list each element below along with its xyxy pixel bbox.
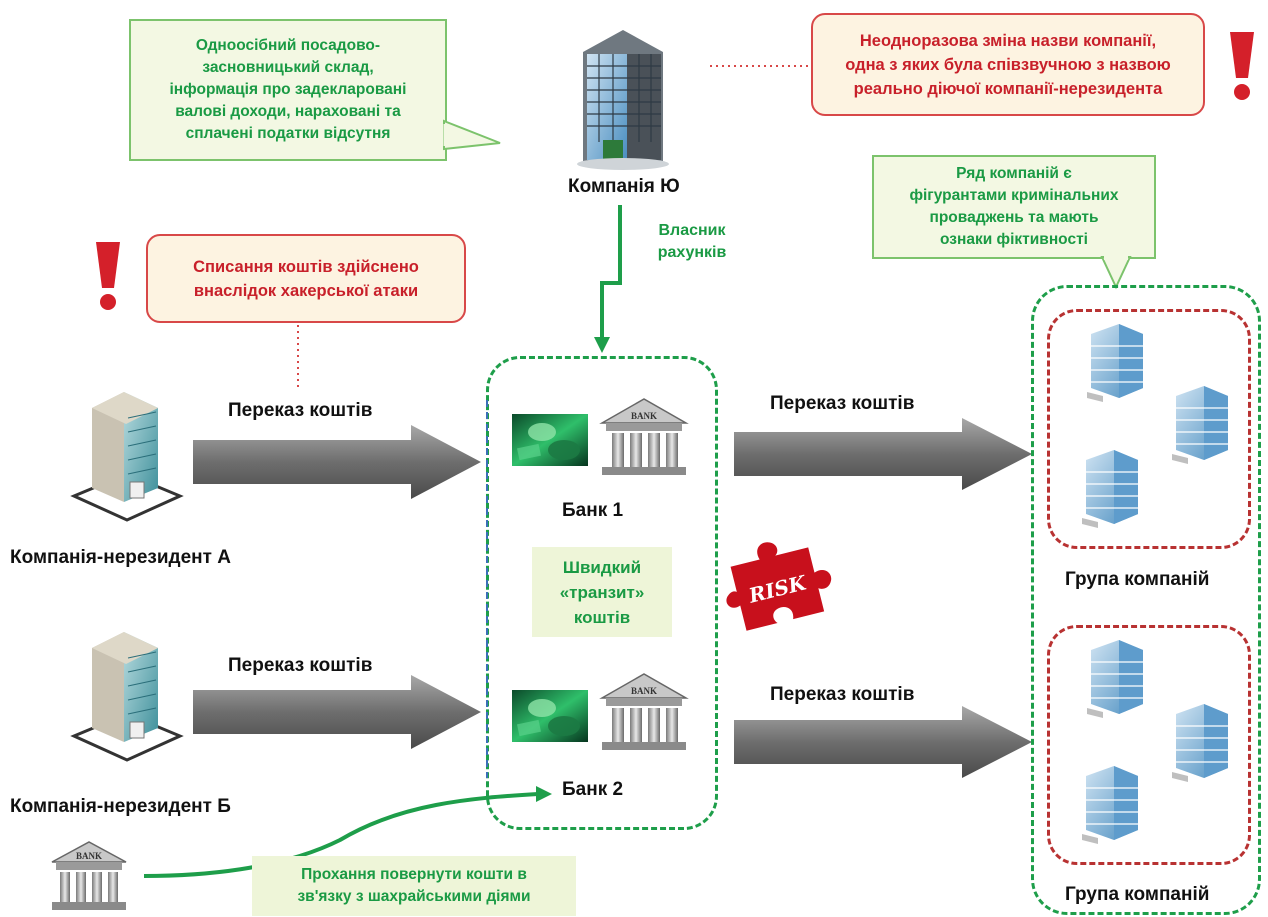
company-info-callout: Одноосібний посадово- засновницький скла… (129, 19, 447, 161)
bank-sign-text: BANK (631, 686, 657, 696)
group1-label: Група компаній (1065, 569, 1210, 590)
company-building-icon (1172, 386, 1228, 464)
company-building-icon (1087, 324, 1143, 402)
requesting-bank-icon: BANK (51, 841, 127, 910)
company-a-label: Компанія-нерезидент А (10, 547, 231, 568)
transit-line: Швидкий (562, 557, 642, 577)
callout-pointer (1100, 256, 1132, 290)
callout-line: валові доходи, нараховані та (175, 103, 401, 120)
callout-line: реально діючої компанії-нерезидента (853, 79, 1163, 98)
callout-line: засновницький склад, (202, 59, 374, 76)
warning-exclamation-icon (1230, 32, 1254, 100)
transfer-arrow-group2 (734, 706, 1032, 778)
refund-request-arrow (143, 786, 552, 878)
risk-puzzle-icon: RISK (726, 542, 832, 631)
warning-exclamation-icon (96, 242, 120, 310)
callout-line: внаслідок хакерської атаки (193, 281, 419, 300)
callout-line: одна з яких була співзвучною з назвою (845, 55, 1171, 74)
transfer-label-b: Переказ коштів (228, 655, 373, 676)
owner-label-line: Власник (658, 222, 726, 239)
dotted-connector (710, 65, 815, 67)
callout-line: Списання коштів здійснено (193, 257, 419, 276)
hacker-attack-callout: Списання коштів здійснено внаслідок хаке… (146, 234, 466, 323)
transfer-arrow-b (193, 675, 481, 749)
bank-building-icon: BANK (599, 398, 689, 475)
company-group-2 (1047, 625, 1251, 865)
bank-building-icon: BANK (599, 673, 689, 750)
money-icon (512, 690, 588, 742)
company-b-building-icon (70, 632, 184, 762)
bank-sign-text: BANK (631, 411, 657, 421)
bank1-label: Банк 1 (562, 500, 624, 521)
company-yu-label: Компанія Ю (568, 176, 680, 197)
company-yu-building-icon (577, 30, 669, 170)
callout-line: інформація про задекларовані (169, 81, 407, 98)
money-icon (512, 414, 588, 466)
transfer-label-a: Переказ коштів (228, 400, 373, 421)
transfer-arrow-a (193, 425, 481, 499)
blue-dashed-edge (486, 400, 488, 778)
company-b-label: Компанія-нерезидент Б (10, 796, 231, 817)
owner-label-line: рахунків (657, 244, 727, 261)
transfer-label-group2: Переказ коштів (770, 684, 915, 705)
companies-group-container (1031, 285, 1261, 915)
owner-arrow (594, 205, 622, 353)
company-building-icon (1172, 704, 1228, 782)
company-building-icon (1082, 450, 1138, 528)
group2-label: Група компаній (1065, 884, 1210, 905)
transfer-arrow-group1 (734, 418, 1032, 490)
company-a-building-icon (70, 392, 184, 522)
fast-transit-box: Швидкий «транзит» коштів (532, 547, 672, 637)
name-change-callout: Неодноразова зміна назви компанії, одна … (811, 13, 1205, 116)
refund-request-callout: Прохання повернути кошти в зв'язку з шах… (252, 856, 576, 916)
transit-line: «транзит» (559, 582, 645, 602)
callout-line: Ряд компаній є (956, 165, 1072, 182)
company-building-icon (1082, 766, 1138, 844)
callout-line: фігурантами кримінальних (909, 187, 1119, 204)
callout-line: зв'язку з шахрайськими діями (297, 888, 531, 905)
callout-line: Одноосібний посадово- (195, 37, 381, 54)
transit-line: коштів (573, 607, 631, 627)
callout-line: Прохання повернути кошти в (301, 866, 527, 883)
dotted-connector (297, 325, 299, 391)
callout-line: сплачені податки відсутня (185, 125, 391, 142)
bank2-label: Банк 2 (562, 779, 624, 800)
callout-line: ознаки фіктивності (940, 231, 1088, 248)
transfer-label-group1: Переказ коштів (770, 393, 915, 414)
bank-sign-text: BANK (76, 851, 102, 861)
owner-label: Власник рахунків (642, 220, 742, 264)
fictitious-callout: Ряд компаній є фігурантами кримінальних … (872, 155, 1156, 259)
callout-line: проваджень та мають (929, 209, 1099, 226)
company-group-1 (1047, 309, 1251, 549)
company-building-icon (1087, 640, 1143, 718)
callout-pointer (443, 119, 501, 151)
callout-line: Неодноразова зміна назви компанії, (859, 31, 1157, 50)
